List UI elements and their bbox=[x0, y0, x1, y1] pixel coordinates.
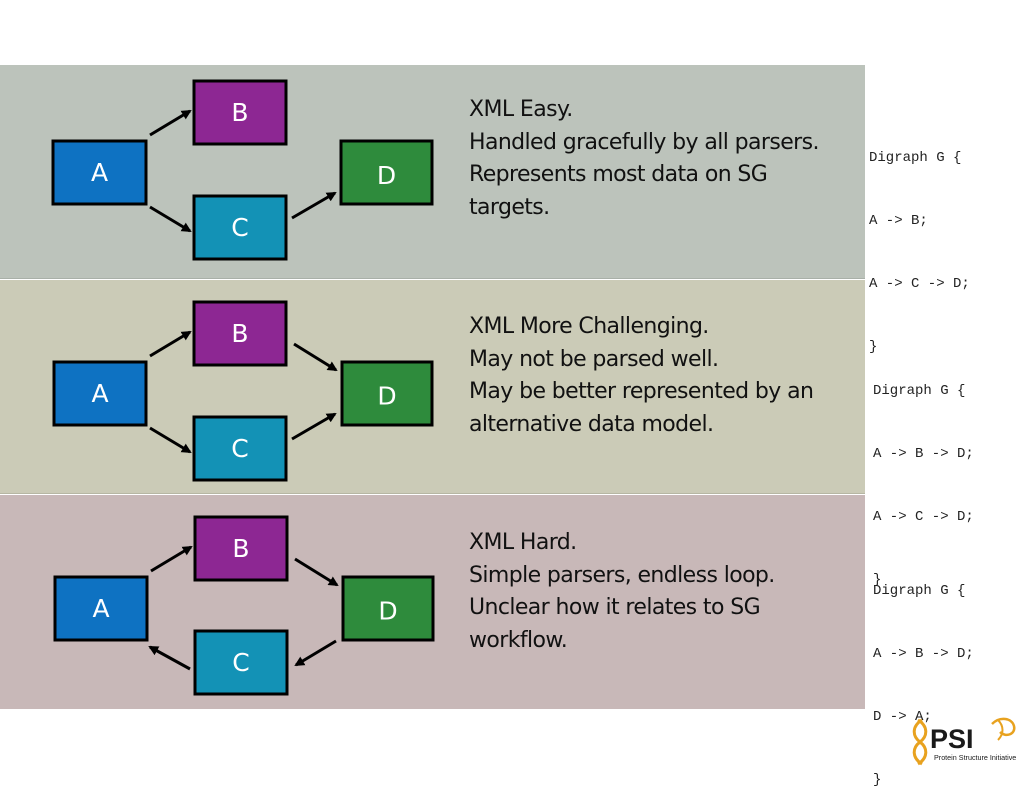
node-c: C bbox=[192, 194, 288, 261]
code-line: A -> B -> D; bbox=[873, 646, 974, 662]
edge-c-d bbox=[291, 191, 337, 220]
digraph-code-easy: Digraph G { A -> B; A -> C -> D; } bbox=[869, 106, 970, 379]
code-line: A -> C -> D; bbox=[869, 276, 970, 292]
edge-c-d bbox=[291, 412, 337, 441]
code-line: Digraph G { bbox=[873, 583, 966, 599]
description-line: May not be parsed well. bbox=[469, 346, 719, 372]
edge-a-c bbox=[149, 426, 192, 454]
svg-text:D: D bbox=[377, 161, 396, 190]
node-b: B bbox=[193, 515, 289, 582]
code-line: } bbox=[873, 572, 882, 588]
psi-logo: PSI Protein Structure Initiative bbox=[912, 717, 1016, 766]
description-line: Handled gracefully by all parsers. bbox=[469, 129, 819, 155]
edge-b-d bbox=[293, 342, 338, 372]
description-hard: XML Hard. Simple parsers, endless loop. … bbox=[469, 527, 854, 657]
svg-text:A: A bbox=[92, 594, 109, 623]
digraph-code-hard: Digraph G { A -> B -> D; D -> A; } bbox=[873, 539, 974, 812]
diagram-panel-easy: A B C D XML Easy. Handled gracefully by … bbox=[0, 65, 865, 279]
diagram-panel-challenging: A B C D XML More Challenging. May not be… bbox=[0, 280, 865, 494]
svg-text:C: C bbox=[232, 648, 249, 677]
logo-subtitle: Protein Structure Initiative bbox=[934, 753, 1016, 762]
edge-c-a bbox=[148, 645, 191, 671]
code-line: Digraph G { bbox=[873, 383, 966, 399]
code-line: } bbox=[873, 772, 882, 788]
node-c: C bbox=[193, 629, 289, 696]
diagram-panel-hard: A B C D XML Hard. Simple parsers, endles… bbox=[0, 495, 865, 709]
code-line: A -> B; bbox=[869, 213, 928, 229]
edge-b-d bbox=[294, 557, 339, 587]
logo-name: PSI bbox=[930, 724, 974, 754]
description-line: alternative data model. bbox=[469, 411, 714, 437]
description-easy: XML Easy. Handled gracefully by all pars… bbox=[469, 94, 854, 224]
description-line: XML Hard. bbox=[469, 530, 577, 555]
digraph-code-challenging: Digraph G { A -> B -> D; A -> C -> D; } bbox=[873, 339, 974, 612]
edge-a-c bbox=[149, 205, 192, 233]
graph-challenging: A B C D bbox=[52, 300, 434, 482]
dna-helix-icon bbox=[912, 717, 1016, 766]
node-a: A bbox=[51, 139, 148, 206]
edge-d-c bbox=[294, 639, 337, 667]
edge-a-b bbox=[150, 545, 193, 573]
node-d: D bbox=[341, 575, 435, 642]
svg-text:D: D bbox=[377, 382, 396, 411]
description-line: May be better represented by an bbox=[469, 379, 814, 404]
code-line: } bbox=[869, 339, 878, 355]
description-challenging: XML More Challenging. May not be parsed … bbox=[469, 311, 854, 441]
edge-a-b bbox=[149, 330, 192, 358]
node-c: C bbox=[192, 415, 288, 482]
svg-text:B: B bbox=[231, 319, 248, 348]
code-line: Digraph G { bbox=[869, 150, 962, 166]
svg-text:C: C bbox=[231, 213, 248, 242]
node-a: A bbox=[53, 575, 149, 642]
svg-text:A: A bbox=[91, 379, 108, 408]
description-line: Unclear how it relates to SG bbox=[469, 595, 761, 620]
svg-text:B: B bbox=[231, 98, 248, 127]
svg-text:B: B bbox=[232, 534, 249, 563]
svg-text:C: C bbox=[231, 434, 248, 463]
graph-easy: A B C D bbox=[51, 79, 434, 261]
svg-text:D: D bbox=[378, 597, 397, 626]
node-d: D bbox=[340, 360, 434, 427]
description-line: XML More Challenging. bbox=[469, 314, 709, 339]
node-a: A bbox=[52, 360, 148, 427]
svg-text:A: A bbox=[91, 158, 108, 187]
code-line: A -> B -> D; bbox=[873, 446, 974, 462]
graph-hard: A B C D bbox=[53, 515, 435, 696]
edge-a-b bbox=[149, 109, 192, 137]
node-b: B bbox=[192, 300, 288, 367]
node-d: D bbox=[339, 139, 434, 206]
description-line: Simple parsers, endless loop. bbox=[469, 562, 775, 588]
description-line: XML Easy. bbox=[469, 97, 573, 122]
description-line: workflow. bbox=[469, 627, 568, 653]
description-line: targets. bbox=[469, 194, 550, 220]
code-line: A -> C -> D; bbox=[873, 509, 974, 525]
description-line: Represents most data on SG bbox=[469, 162, 768, 187]
node-b: B bbox=[192, 79, 288, 146]
